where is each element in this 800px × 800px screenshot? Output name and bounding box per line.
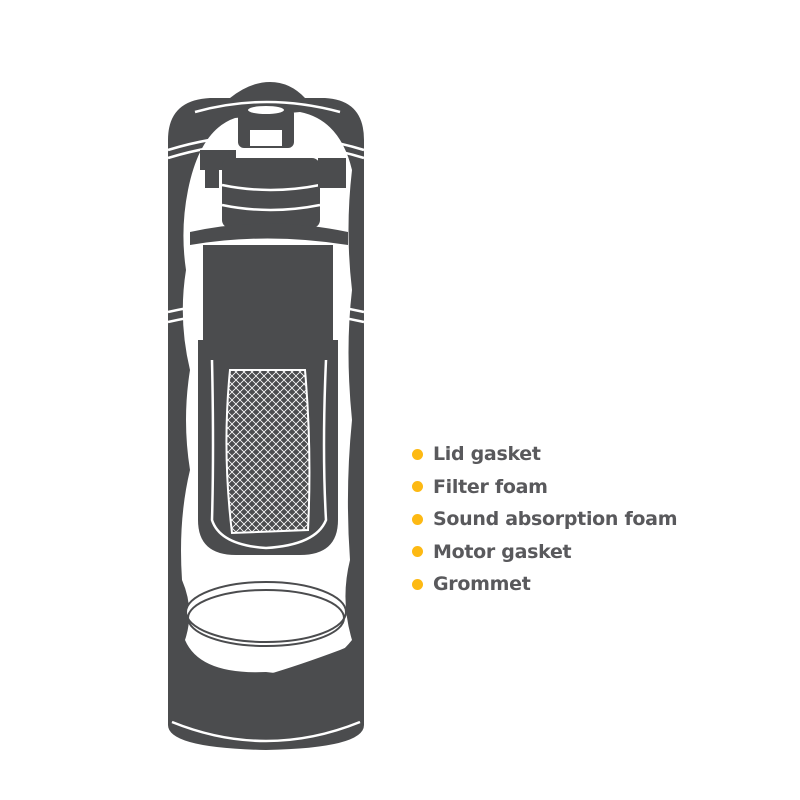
legend-item-lid-gasket: Lid gasket: [412, 438, 677, 471]
parts-legend: Lid gasket Filter foam Sound absorption …: [412, 438, 678, 601]
legend-item-grommet: Grommet: [412, 568, 677, 601]
legend-item-filter-foam: Filter foam: [412, 471, 677, 504]
bullet-icon: [412, 448, 423, 460]
legend-item-sound-absorption-foam: Sound absorption foam: [412, 503, 678, 536]
filter-housing: [198, 340, 338, 555]
legend-label: Filter foam: [433, 475, 548, 498]
bullet-icon: [412, 578, 423, 590]
legend-label: Lid gasket: [433, 443, 541, 466]
legend-item-motor-gasket: Motor gasket: [412, 536, 677, 569]
bottom-rim: [182, 581, 352, 690]
motor-unit: [190, 106, 348, 345]
filter-mesh: [225, 369, 311, 535]
bullet-icon: [412, 546, 423, 558]
legend-label: Motor gasket: [433, 540, 572, 563]
legend-label: Sound absorption foam: [433, 508, 678, 531]
bullet-icon: [412, 513, 423, 525]
legend-label: Grommet: [433, 573, 531, 596]
bullet-icon: [412, 481, 423, 493]
